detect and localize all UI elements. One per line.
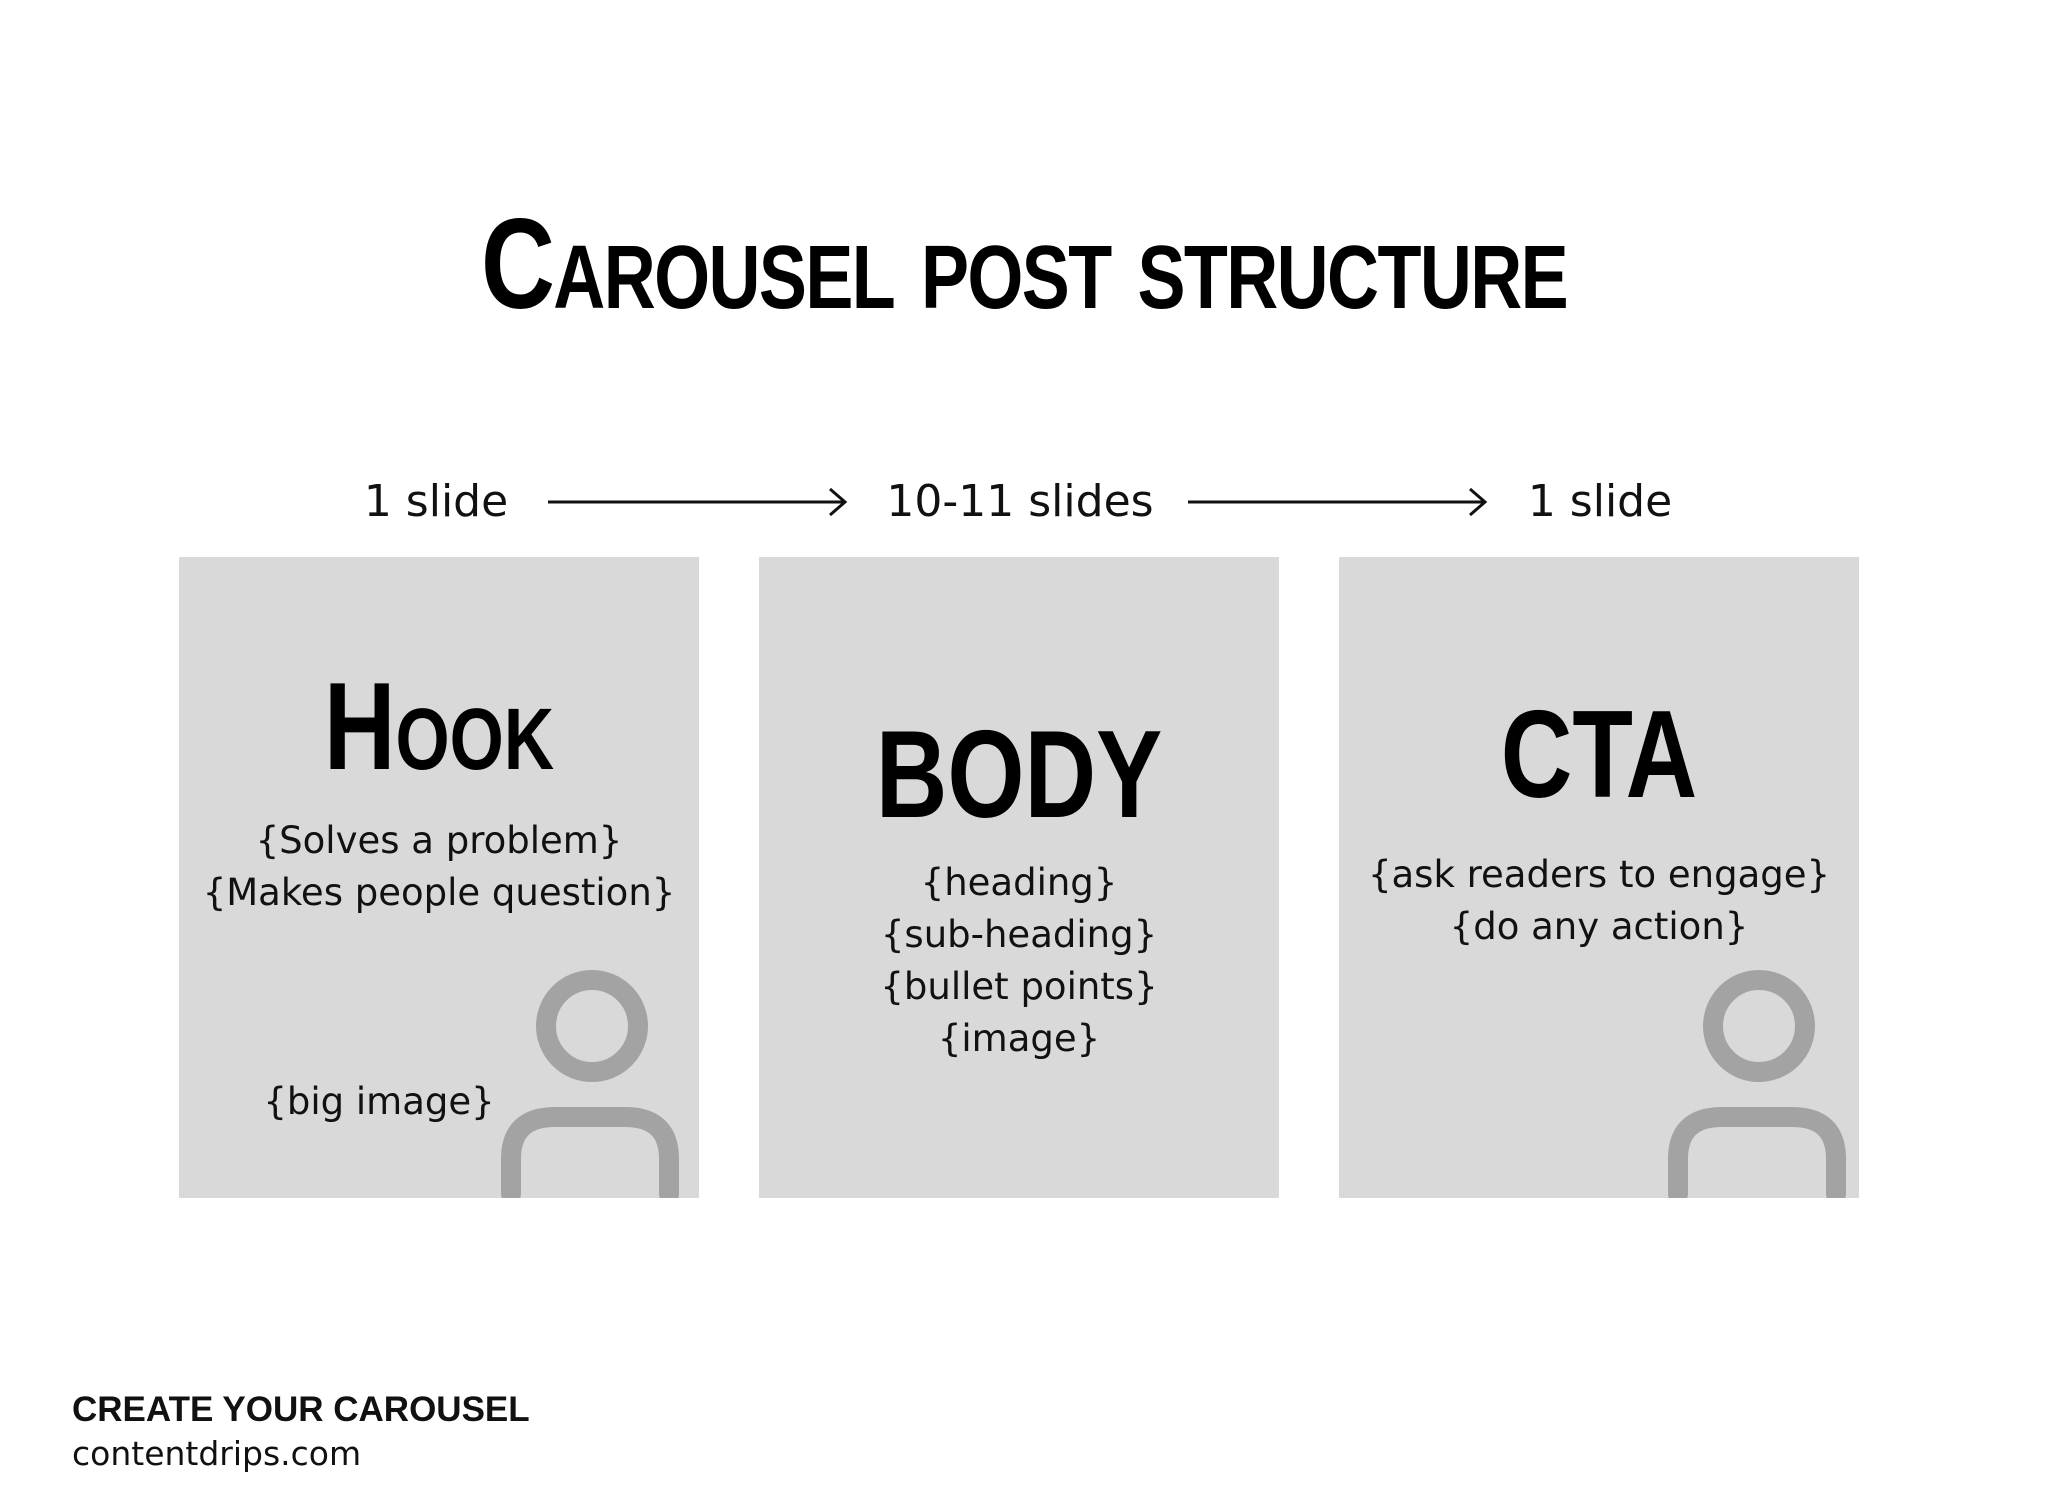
person-icon (1668, 970, 1846, 1198)
card-line: {image} (937, 1017, 1101, 1060)
card-line: {Solves a problem} (255, 819, 623, 862)
card-heading-body: BODY (875, 706, 1163, 844)
card-line: {do any action} (1449, 905, 1749, 948)
card-line: {Makes people question} (202, 871, 676, 914)
body-card: BODY {heading} {sub-heading} {bullet poi… (759, 557, 1279, 1198)
card-heading-hook: Hook (323, 658, 555, 796)
card-line: {ask readers to engage} (1367, 853, 1831, 896)
card-heading-cta: CTA (1500, 686, 1698, 824)
card-line: {heading} (920, 861, 1118, 904)
arrow-right-icon (548, 487, 848, 517)
page-title: Carousel post structure (480, 193, 1569, 336)
footer-title: CREATE YOUR CAROUSEL (72, 1390, 530, 1429)
flow-label-cta: 1 slide (1527, 476, 1673, 527)
flow-label-hook: 1 slide (363, 476, 509, 527)
person-icon (501, 970, 679, 1198)
card-line: {sub-heading} (880, 913, 1158, 956)
image-placeholder-label: {big image} (263, 1080, 495, 1123)
arrow-right-icon (1188, 487, 1488, 517)
hook-card: Hook {Solves a problem} {Makes people qu… (179, 557, 699, 1198)
cta-card: CTA {ask readers to engage} {do any acti… (1339, 557, 1859, 1198)
card-line: {bullet points} (880, 965, 1158, 1008)
footer-url: contentdrips.com (72, 1434, 362, 1473)
flow-label-body: 10-11 slides (886, 476, 1154, 527)
